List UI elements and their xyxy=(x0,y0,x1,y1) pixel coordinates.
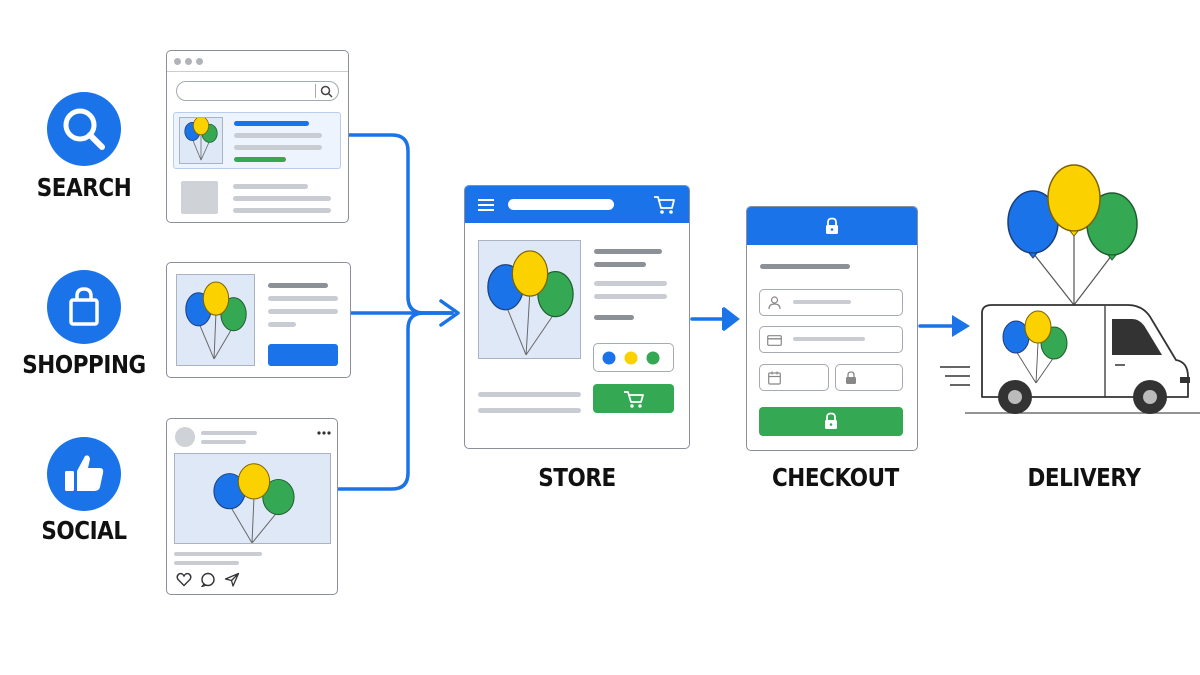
search-icon[interactable] xyxy=(320,85,333,98)
product-thumbnail xyxy=(176,274,255,366)
social-post-card xyxy=(166,418,338,595)
balloons-icon xyxy=(184,118,218,161)
arrowhead-store xyxy=(439,299,460,327)
connector-search-to-store xyxy=(339,133,454,315)
store-search-bar[interactable] xyxy=(508,199,614,210)
van-wheels xyxy=(998,380,1167,414)
lock-icon xyxy=(825,412,837,429)
thumbs-up-icon xyxy=(65,455,104,491)
search-input[interactable] xyxy=(176,81,339,101)
color-swatch[interactable] xyxy=(602,351,616,365)
channel-label-search: SEARCH xyxy=(36,173,132,202)
more-options-icon[interactable] xyxy=(317,431,331,435)
search-result-highlighted[interactable] xyxy=(173,112,341,169)
shopping-ad-card xyxy=(166,262,351,378)
cart-icon[interactable] xyxy=(653,194,677,216)
avatar xyxy=(175,427,195,447)
share-icon[interactable] xyxy=(224,572,240,587)
store-page-card xyxy=(464,185,690,449)
product-image xyxy=(478,240,581,359)
person-icon xyxy=(768,296,781,310)
color-swatches[interactable] xyxy=(594,344,675,373)
hamburger-menu-icon[interactable] xyxy=(478,198,494,212)
shopping-bag-icon xyxy=(69,287,99,326)
expiry-date-field[interactable] xyxy=(759,364,829,391)
balloons-icon xyxy=(487,250,574,356)
secure-pay-button[interactable] xyxy=(759,407,903,436)
add-to-cart-button[interactable] xyxy=(593,384,674,413)
lock-icon xyxy=(846,371,856,384)
channel-label-social: SOCIAL xyxy=(41,516,127,545)
window-dot xyxy=(196,58,203,65)
cart-icon xyxy=(624,391,644,408)
color-swatch[interactable] xyxy=(646,351,660,365)
comment-icon[interactable] xyxy=(200,572,216,587)
heart-icon[interactable] xyxy=(176,572,192,587)
checkout-header xyxy=(747,207,917,245)
window-dot xyxy=(174,58,181,65)
balloons-icon xyxy=(185,281,247,360)
delivery-van-illustration xyxy=(940,164,1200,414)
arrowhead-checkout-fill xyxy=(722,308,740,330)
balloons-icon xyxy=(213,463,295,543)
connector-social-to-store xyxy=(337,311,454,491)
stage-label-checkout: CHECKOUT xyxy=(771,463,899,492)
search-results-card xyxy=(166,50,349,223)
color-swatch[interactable] xyxy=(624,351,638,365)
magnifier-icon xyxy=(63,108,105,150)
store-header xyxy=(465,186,689,223)
checkout-page-card xyxy=(746,206,918,451)
social-channel-icon xyxy=(47,437,121,511)
search-channel-icon xyxy=(47,92,121,166)
arrowhead-delivery xyxy=(952,315,970,337)
channel-label-shopping: SHOPPING xyxy=(22,350,146,379)
stage-label-delivery: DELIVERY xyxy=(1027,463,1141,492)
shop-button[interactable] xyxy=(268,344,338,366)
name-field[interactable] xyxy=(759,289,903,316)
credit-card-icon xyxy=(767,335,782,346)
result-placeholder-image xyxy=(181,181,218,214)
product-thumbnail xyxy=(179,117,223,164)
calendar-icon xyxy=(768,371,781,385)
lock-icon xyxy=(826,217,838,234)
browser-titlebar xyxy=(167,51,348,72)
card-number-field[interactable] xyxy=(759,326,903,353)
window-dot xyxy=(185,58,192,65)
post-image xyxy=(174,453,331,544)
shopping-channel-icon xyxy=(47,270,121,344)
stage-label-store: STORE xyxy=(538,463,616,492)
balloons-icon xyxy=(1007,164,1138,261)
security-code-field[interactable] xyxy=(835,364,903,391)
color-selector[interactable] xyxy=(593,343,674,372)
